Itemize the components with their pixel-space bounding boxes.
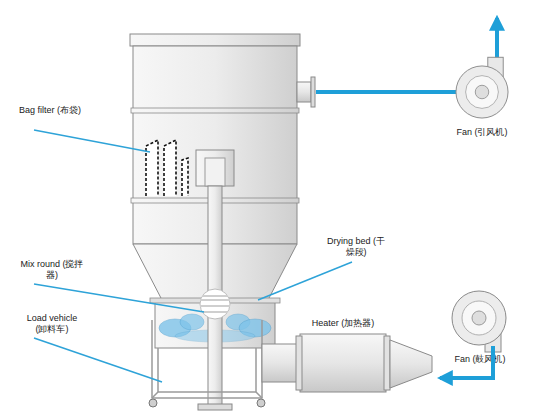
part-label: Bag filter (布袋) <box>18 105 82 116</box>
leader-lines <box>34 130 352 382</box>
outlet-pipe <box>297 82 311 102</box>
bag-filter-symbol <box>146 140 188 196</box>
outlet-flange <box>311 77 315 107</box>
fan-node: Fan (鼓风机) <box>451 290 507 346</box>
vessel-lid <box>130 34 300 46</box>
vessel-band <box>131 108 299 113</box>
fan-symbol <box>455 65 509 119</box>
air-flow-arrow <box>440 346 493 378</box>
heater-body <box>300 334 386 392</box>
part-label: Load vehicle (卸料车) <box>20 313 84 335</box>
load-vehicle-frame <box>152 320 262 398</box>
part-label: Drying bed (干燥段) <box>324 236 388 258</box>
wheel <box>257 399 265 407</box>
fan-symbol <box>451 290 507 346</box>
wheel <box>149 399 157 407</box>
heater-flange <box>296 336 302 390</box>
central-pipe-box <box>196 150 234 186</box>
node-label: Heater (加热器) <box>298 318 388 329</box>
central-pipe-box-inner <box>205 158 225 186</box>
part-label: Mix round (搅拌器) <box>20 259 84 281</box>
pipe-base <box>198 404 232 410</box>
mixer-symbol <box>200 289 230 319</box>
node-label: Fan (鼓风机) <box>445 354 515 365</box>
heater-node: Heater (加热器) <box>298 316 440 392</box>
node-label: Fan (引风机) <box>445 127 519 138</box>
fan-node: Fan (引风机) <box>455 65 509 119</box>
heater-flange <box>384 336 390 390</box>
heater-cone <box>390 340 432 388</box>
exhaust-arrow <box>316 90 478 94</box>
